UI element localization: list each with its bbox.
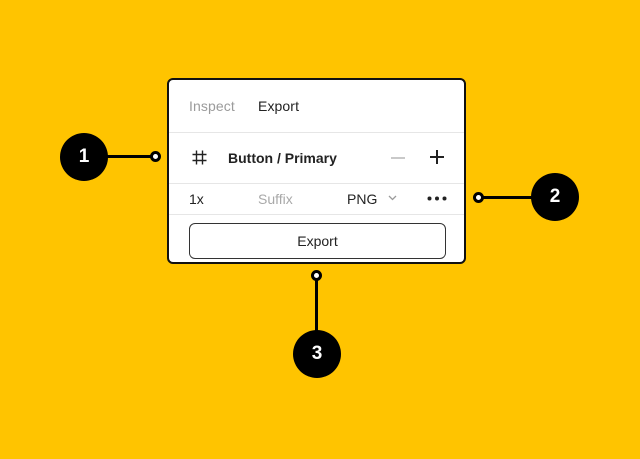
export-frame-row: Button / Primary — [169, 133, 464, 183]
export-settings-row: 1x Suffix PNG — [169, 184, 464, 214]
tab-export[interactable]: Export — [258, 98, 300, 114]
suffix-input[interactable]: Suffix — [258, 191, 293, 207]
frame-name: Button / Primary — [228, 150, 337, 166]
divider — [169, 183, 464, 184]
callout-badge-3: 3 — [293, 330, 341, 378]
panel-tabs: Inspect Export — [169, 80, 464, 132]
callout-dot-2 — [473, 192, 484, 203]
callout-line-3 — [315, 276, 318, 336]
callout-dot-3 — [311, 270, 322, 281]
more-horizontal-icon[interactable] — [427, 196, 447, 201]
scale-select[interactable]: 1x — [189, 191, 204, 207]
chevron-down-icon[interactable] — [388, 195, 397, 201]
callout-line-2 — [478, 196, 538, 199]
callout-dot-1 — [150, 151, 161, 162]
divider — [169, 214, 464, 215]
plus-icon[interactable] — [430, 150, 444, 164]
divider — [169, 132, 464, 133]
export-panel: Inspect Export Button / Primary 1x Suffi… — [167, 78, 466, 264]
minus-icon[interactable] — [391, 157, 405, 159]
frame-icon — [192, 150, 207, 165]
export-button[interactable]: Export — [189, 223, 446, 259]
callout-badge-1: 1 — [60, 133, 108, 181]
tab-inspect[interactable]: Inspect — [189, 98, 235, 114]
callout-badge-2: 2 — [531, 173, 579, 221]
callout-line-1 — [104, 155, 156, 158]
format-select[interactable]: PNG — [347, 191, 378, 207]
